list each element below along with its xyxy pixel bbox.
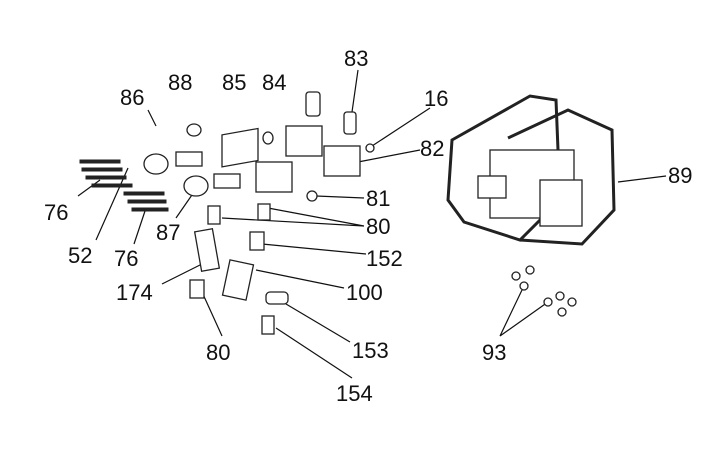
callout-76-left: 76: [44, 200, 68, 225]
callout-labels: 83 86 88 85 84 16 82 76 52 76 87 81 80 1…: [44, 46, 692, 406]
callout-80-upper: 80: [366, 214, 390, 239]
callout-82: 82: [420, 136, 444, 161]
callout-153: 153: [352, 338, 389, 363]
callout-83: 83: [344, 46, 368, 71]
callout-100: 100: [346, 280, 383, 305]
callout-85: 85: [222, 70, 246, 95]
callout-89: 89: [668, 163, 692, 188]
callout-52: 52: [68, 243, 92, 268]
callout-81: 81: [366, 186, 390, 211]
parts: [79, 91, 616, 335]
callout-87: 87: [156, 220, 180, 245]
callout-152: 152: [366, 246, 403, 271]
callout-16: 16: [424, 86, 448, 111]
callout-76-lower: 76: [114, 246, 138, 271]
callout-154: 154: [336, 381, 373, 406]
callout-84: 84: [262, 70, 286, 95]
callout-80-lower: 80: [206, 340, 230, 365]
callout-174: 174: [116, 280, 153, 305]
callout-86: 86: [120, 85, 144, 110]
leader-lines: [77, 69, 667, 379]
callout-88: 88: [168, 70, 192, 95]
callout-93: 93: [482, 340, 506, 365]
